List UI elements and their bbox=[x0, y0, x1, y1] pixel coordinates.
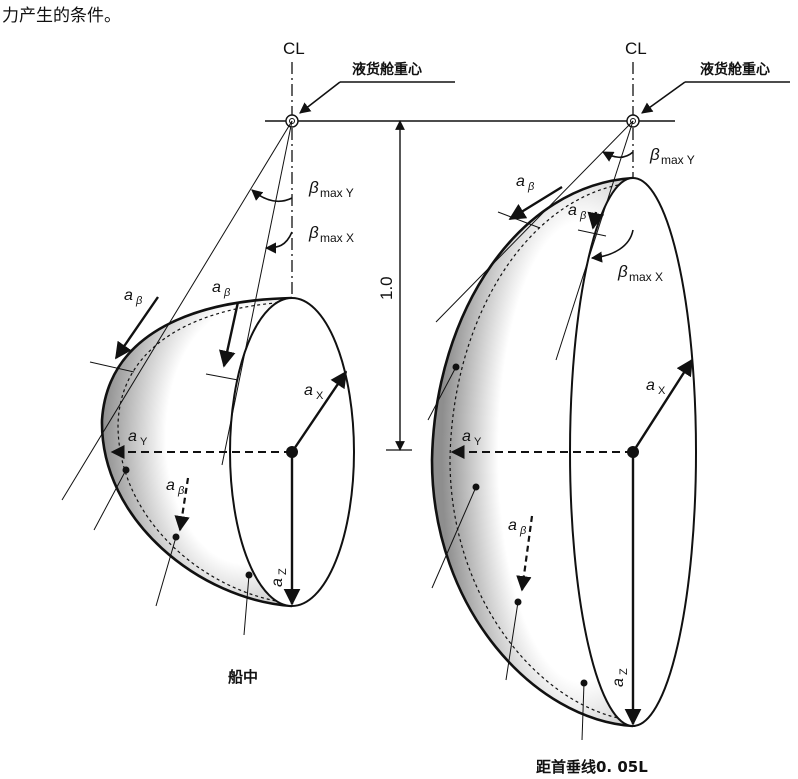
left-beta-y-arc bbox=[251, 189, 293, 203]
dimension-line: 1.0 bbox=[377, 120, 412, 451]
right-beta-x-label: β max X bbox=[617, 262, 663, 284]
svg-text:β: β bbox=[527, 181, 535, 193]
svg-text:a: a bbox=[508, 517, 517, 534]
svg-text:a: a bbox=[516, 173, 525, 190]
right-callout-label: 液货舱重心 bbox=[700, 61, 770, 78]
svg-text:a: a bbox=[269, 578, 286, 587]
right-a-beta-label-3: a β bbox=[508, 517, 527, 537]
left-a-x-label: a X bbox=[304, 382, 324, 402]
left-a-beta-label-1: a β bbox=[124, 287, 143, 307]
left-inner-contour bbox=[117, 301, 291, 604]
svg-text:a: a bbox=[212, 279, 221, 296]
svg-text:X: X bbox=[316, 390, 324, 402]
svg-text:β: β bbox=[308, 223, 319, 242]
svg-text:max Y: max Y bbox=[661, 153, 695, 167]
svg-text:a: a bbox=[646, 377, 655, 394]
right-ellipsoid-body bbox=[432, 178, 633, 726]
svg-text:β: β bbox=[135, 295, 143, 307]
svg-text:β: β bbox=[519, 525, 527, 537]
right-beta-x-arc bbox=[590, 229, 634, 263]
svg-text:Z: Z bbox=[618, 668, 630, 675]
left-beta-x-label: β max X bbox=[308, 223, 354, 245]
right-cl-label: CL bbox=[625, 39, 647, 58]
left-callout: 液货舱重心 bbox=[299, 61, 455, 114]
intro-text: 力产生的条件。 bbox=[2, 6, 121, 26]
right-inner-contour bbox=[449, 182, 631, 721]
svg-text:β: β bbox=[308, 178, 319, 197]
left-a-y-label: a Y bbox=[128, 428, 148, 448]
right-ellipsoid-outline bbox=[430, 176, 634, 728]
left-figure: CL 液货舱重心 β max Y β max bbox=[61, 39, 455, 686]
svg-text:β: β bbox=[579, 210, 587, 222]
svg-text:Y: Y bbox=[140, 436, 148, 448]
right-beta-y-label: β max Y bbox=[649, 145, 695, 167]
right-a-beta-label-2: a β bbox=[568, 202, 587, 222]
left-ellipsoid-outline bbox=[100, 296, 293, 608]
right-caption: 距首垂线0. 05L bbox=[536, 758, 648, 776]
svg-text:β: β bbox=[223, 287, 231, 299]
right-a-beta-arrow-2 bbox=[587, 211, 605, 230]
svg-text:β: β bbox=[177, 485, 185, 497]
svg-text:max X: max X bbox=[629, 270, 663, 284]
svg-text:a: a bbox=[304, 382, 313, 399]
svg-text:a: a bbox=[124, 287, 133, 304]
right-ray-2 bbox=[555, 120, 634, 361]
svg-text:β: β bbox=[649, 145, 660, 164]
right-figure: CL 液货舱重心 β max Y β max X a β bbox=[427, 39, 790, 776]
left-ray-2 bbox=[221, 120, 293, 466]
left-caption: 船中 bbox=[228, 668, 258, 686]
right-a-beta-arrow-1 bbox=[508, 185, 563, 221]
svg-text:max Y: max Y bbox=[320, 186, 354, 200]
left-a-beta-label-3: a β bbox=[166, 477, 185, 497]
right-a-y-label: a Y bbox=[462, 428, 482, 448]
svg-text:max X: max X bbox=[320, 231, 354, 245]
right-beta-y-arc bbox=[602, 151, 634, 162]
left-a-beta-label-2: a β bbox=[212, 279, 231, 299]
right-a-x-label: a X bbox=[646, 377, 666, 397]
left-a-beta-arrow-2 bbox=[219, 301, 240, 368]
svg-text:a: a bbox=[568, 202, 577, 219]
svg-text:a: a bbox=[166, 477, 175, 494]
right-a-beta-dashed-arrow bbox=[516, 515, 534, 592]
svg-text:a: a bbox=[610, 678, 627, 687]
svg-text:a: a bbox=[462, 428, 471, 445]
right-a-x-arrow bbox=[631, 358, 694, 453]
left-a-z-label: a Z bbox=[269, 568, 289, 587]
right-a-beta-label-1: a β bbox=[516, 173, 535, 193]
left-beta-x-arc bbox=[264, 231, 293, 254]
right-callout: 液货舱重心 bbox=[641, 61, 790, 114]
right-a-z-label: a Z bbox=[610, 668, 630, 687]
right-ray-1 bbox=[435, 120, 634, 323]
left-a-beta-arrow-1 bbox=[115, 296, 159, 360]
svg-text:Y: Y bbox=[474, 436, 482, 448]
svg-text:β: β bbox=[617, 262, 628, 281]
left-ray-1 bbox=[61, 120, 293, 501]
dimension-label: 1.0 bbox=[377, 276, 396, 300]
svg-text:a: a bbox=[128, 428, 137, 445]
left-a-x-arrow bbox=[291, 370, 347, 453]
left-beta-y-label: β max Y bbox=[308, 178, 354, 200]
svg-text:Z: Z bbox=[277, 568, 289, 575]
left-cl-label: CL bbox=[283, 39, 305, 58]
svg-text:X: X bbox=[658, 385, 666, 397]
left-callout-label: 液货舱重心 bbox=[352, 61, 422, 78]
left-a-beta-dashed-arrow bbox=[174, 477, 190, 532]
